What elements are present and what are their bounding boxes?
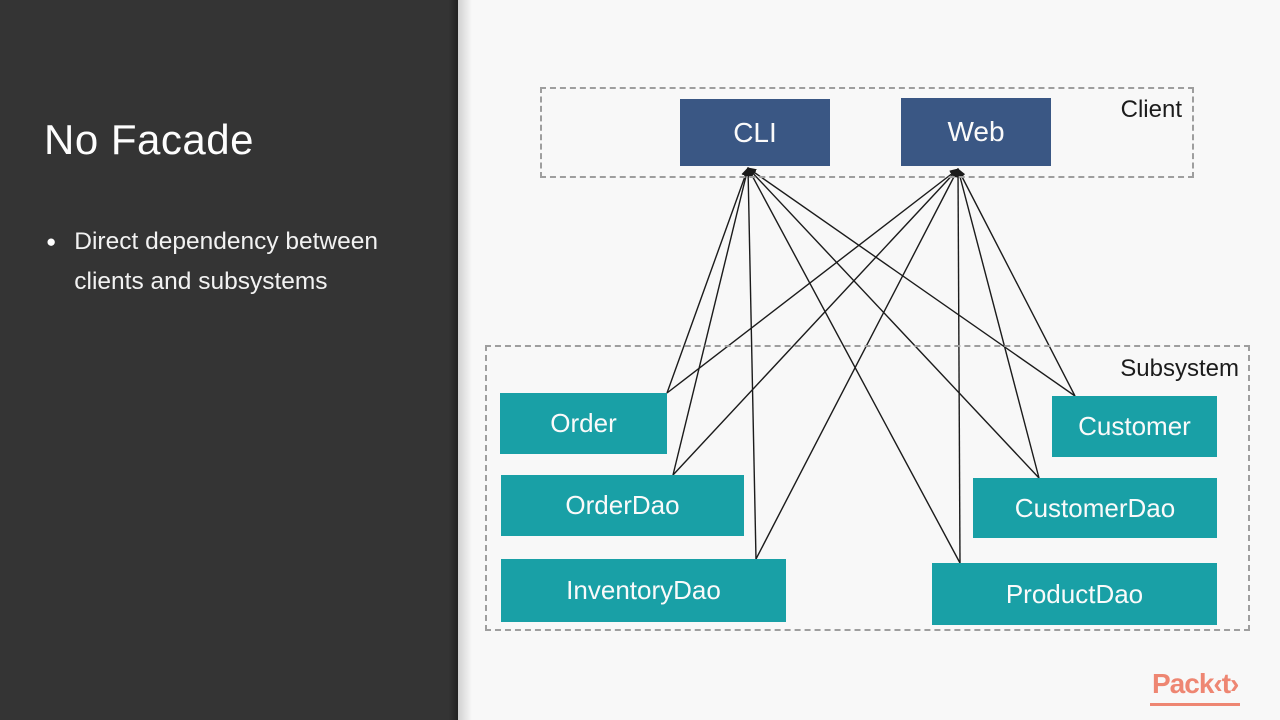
subsystem-group-box: Subsystem bbox=[485, 345, 1250, 631]
node-customerdao: CustomerDao bbox=[973, 478, 1217, 538]
node-order: Order bbox=[500, 393, 667, 454]
node-web: Web bbox=[901, 98, 1051, 166]
client-group-box: Client bbox=[540, 87, 1194, 178]
node-customer: Customer bbox=[1052, 396, 1217, 457]
bullet-text: Direct dependency between clients and su… bbox=[74, 222, 378, 302]
bullet-icon: ● bbox=[46, 232, 57, 251]
node-cli: CLI bbox=[680, 99, 830, 166]
subsystem-group-label: Subsystem bbox=[1120, 355, 1239, 382]
node-productdao: ProductDao bbox=[932, 563, 1217, 625]
packt-logo: Pack‹t› bbox=[1150, 668, 1241, 706]
bullet-line-1: Direct dependency between bbox=[74, 228, 379, 255]
node-inventorydao: InventoryDao bbox=[501, 559, 786, 622]
page-title: No Facade bbox=[44, 116, 254, 163]
client-group-label: Client bbox=[1120, 96, 1182, 123]
bullet-item: ● Direct dependency between clients and … bbox=[46, 222, 426, 302]
bullet-line-2: clients and subsystems bbox=[74, 268, 328, 295]
node-orderdao: OrderDao bbox=[501, 475, 744, 536]
sidebar-panel: No Facade ● Direct dependency between cl… bbox=[0, 0, 458, 720]
